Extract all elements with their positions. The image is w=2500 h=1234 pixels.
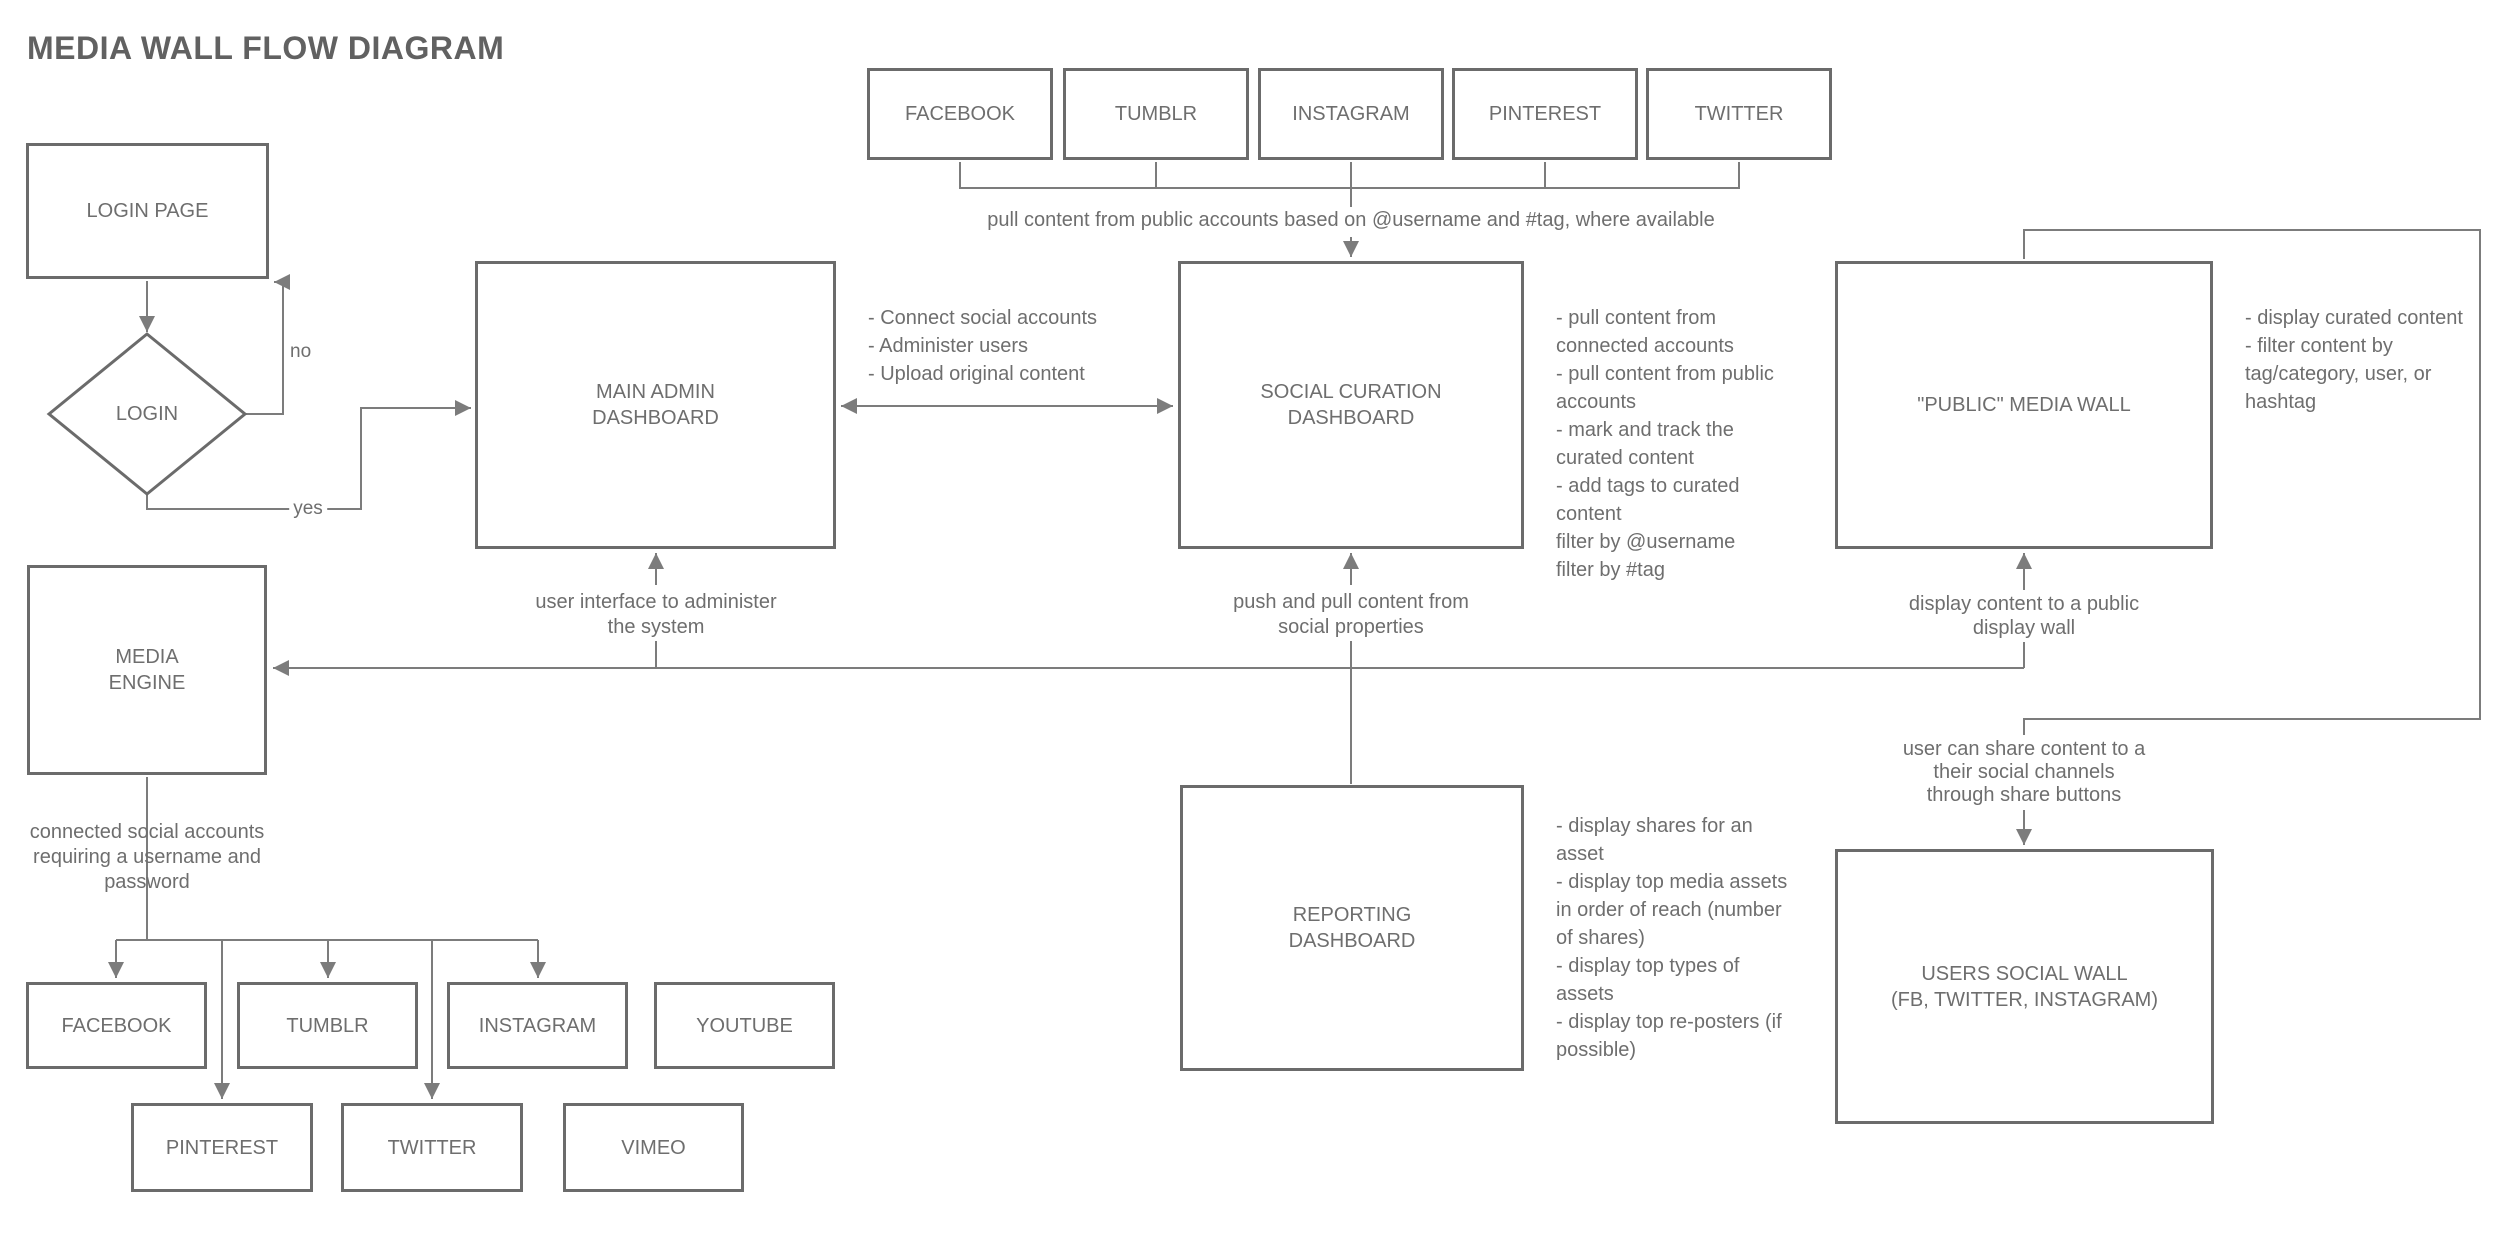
- node-label: FACEBOOK: [904, 103, 1016, 125]
- node-main-admin-dashboard: MAIN ADMIN DASHBOARD: [475, 261, 836, 549]
- node-label: VIMEO: [621, 1136, 686, 1159]
- note-admin-ui: user interface to administer the system: [535, 591, 777, 638]
- node-account-pinterest: PINTEREST: [131, 1103, 313, 1192]
- edge-label-no: no: [290, 341, 312, 362]
- node-label: MEDIA ENGINE: [108, 646, 186, 694]
- node-account-youtube: YOUTUBE: [654, 982, 835, 1069]
- note-share: user can share content to a their social…: [1902, 738, 2146, 806]
- annotation-public-media-wall: - display curated content - filter conte…: [2245, 307, 2463, 413]
- edge-share-loop: [2023, 229, 2481, 735]
- connectors: [108, 162, 2481, 1099]
- node-source-instagram: INSTAGRAM: [1258, 68, 1444, 160]
- node-login-decision-label: LOGIN: [115, 403, 179, 425]
- node-label: TWITTER: [387, 1136, 477, 1159]
- node-label: TUMBLR: [286, 1014, 369, 1037]
- node-source-facebook: FACEBOOK: [867, 68, 1053, 160]
- node-account-facebook: FACEBOOK: [26, 982, 207, 1069]
- node-label: PINTEREST: [1488, 103, 1602, 125]
- node-label: TWITTER: [1694, 103, 1784, 125]
- node-reporting-dashboard: REPORTING DASHBOARD: [1180, 785, 1524, 1071]
- note-pull-public: pull content from public accounts based …: [987, 209, 1715, 231]
- node-source-tumblr: TUMBLR: [1063, 68, 1249, 160]
- node-label: INSTAGRAM: [1292, 103, 1410, 125]
- node-account-tumblr: TUMBLR: [237, 982, 418, 1069]
- node-label: LOGIN PAGE: [86, 200, 209, 222]
- node-account-instagram: INSTAGRAM: [447, 982, 628, 1069]
- node-label: USERS SOCIAL WALL (FB, TWITTER, INSTAGRA…: [1890, 962, 2159, 1011]
- note-display-wall: display content to a public display wall: [1908, 593, 2140, 639]
- node-label: MAIN ADMIN DASHBOARD: [592, 381, 719, 429]
- edge-no: [245, 274, 290, 415]
- node-media-engine: MEDIA ENGINE: [27, 565, 267, 775]
- node-label: INSTAGRAM: [478, 1014, 597, 1037]
- node-label: FACEBOOK: [61, 1014, 172, 1037]
- node-public-media-wall: "PUBLIC" MEDIA WALL: [1835, 261, 2213, 549]
- annotation-reporting: - display shares for an asset - display …: [1556, 815, 1788, 1061]
- node-social-curation-dashboard: SOCIAL CURATION DASHBOARD: [1178, 261, 1524, 549]
- node-source-pinterest: PINTEREST: [1452, 68, 1638, 160]
- page-title: MEDIA WALL FLOW DIAGRAM: [27, 30, 505, 66]
- node-account-twitter: TWITTER: [341, 1103, 523, 1192]
- note-connected-accounts: connected social accounts requiring a us…: [29, 821, 265, 893]
- node-label: PINTEREST: [165, 1136, 279, 1159]
- node-label: "PUBLIC" MEDIA WALL: [1917, 394, 2131, 416]
- annotation-main-admin: - Connect social accounts - Administer u…: [868, 307, 1098, 385]
- login-decision-diamond: [46, 332, 248, 496]
- edge-top-bus: [959, 162, 1740, 207]
- annotation-social-curation: - pull content from connected accounts -…: [1556, 307, 1774, 581]
- node-label: YOUTUBE: [696, 1014, 793, 1037]
- node-label: SOCIAL CURATION DASHBOARD: [1260, 381, 1442, 429]
- edge-yes: [146, 400, 471, 510]
- note-push-pull: push and pull content from social proper…: [1233, 591, 1469, 638]
- node-label: TUMBLR: [1114, 103, 1198, 125]
- node-users-social-wall: USERS SOCIAL WALL (FB, TWITTER, INSTAGRA…: [1835, 849, 2214, 1124]
- edge-label-yes: yes: [289, 498, 327, 520]
- node-label: REPORTING DASHBOARD: [1288, 904, 1416, 952]
- node-login-page: LOGIN PAGE: [26, 143, 269, 279]
- node-source-twitter: TWITTER: [1646, 68, 1832, 160]
- node-account-vimeo: VIMEO: [563, 1103, 744, 1192]
